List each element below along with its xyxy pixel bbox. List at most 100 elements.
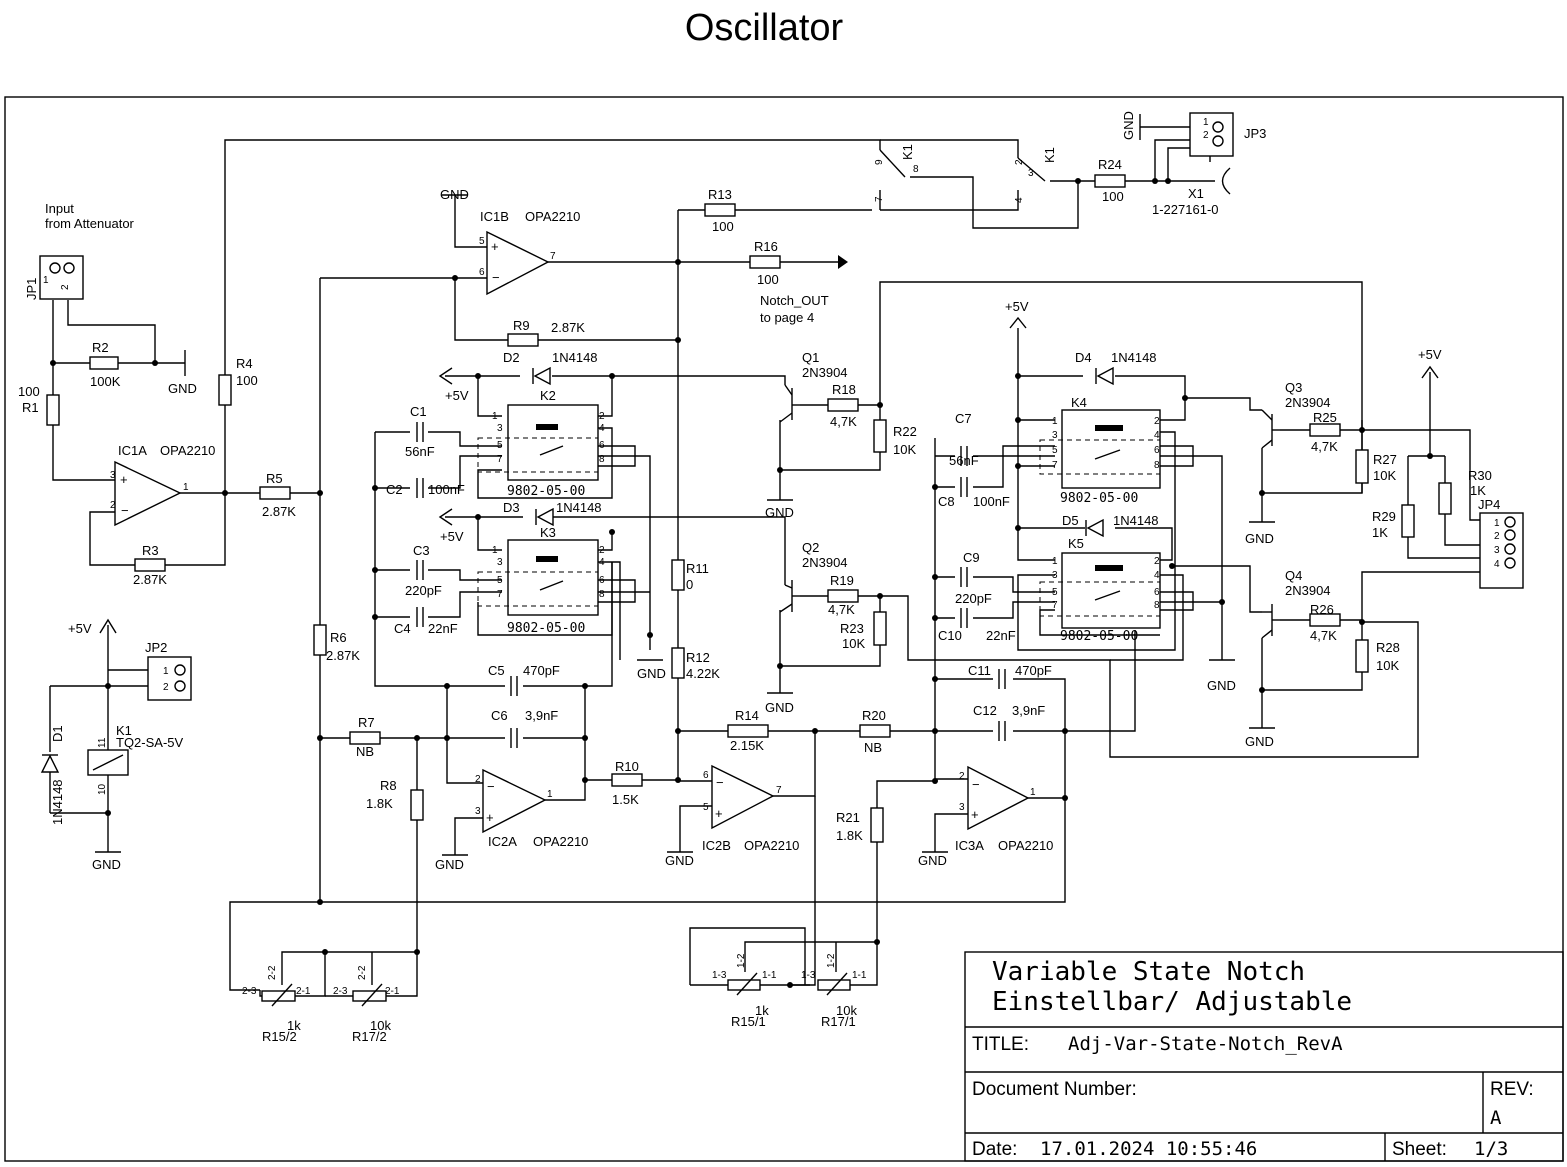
svg-text:GND: GND bbox=[92, 857, 121, 872]
svg-text:1N4148: 1N4148 bbox=[556, 500, 602, 515]
svg-text:−: − bbox=[972, 777, 980, 792]
svg-text:8: 8 bbox=[599, 589, 605, 600]
svg-text:GND: GND bbox=[440, 187, 469, 202]
svg-text:7: 7 bbox=[497, 454, 503, 465]
svg-text:4: 4 bbox=[599, 423, 605, 434]
ic3a-part: OPA2210 bbox=[998, 838, 1053, 853]
svg-text:R15/1: R15/1 bbox=[731, 1014, 766, 1029]
relay-k1-contacts: 9 K1 8 7 2 K1 3 4 bbox=[874, 144, 1057, 210]
svg-text:4: 4 bbox=[1154, 570, 1160, 581]
r4-ref: R4 bbox=[236, 356, 253, 371]
svg-text:3: 3 bbox=[497, 557, 503, 568]
svg-text:GND: GND bbox=[637, 666, 666, 681]
diode-d2: D2 1N4148 bbox=[503, 350, 598, 386]
svg-text:2-3: 2-3 bbox=[333, 986, 348, 997]
svg-text:2-3: 2-3 bbox=[242, 986, 257, 997]
k3-ref: K3 bbox=[540, 525, 556, 540]
input-note-line-2: from Attenuator bbox=[45, 216, 135, 231]
r1-value: 100 bbox=[18, 384, 40, 399]
r30-value: 1K bbox=[1470, 483, 1486, 498]
k4-part: 9802-05-00 bbox=[1060, 491, 1138, 506]
diode-d1: D1 1N4148 bbox=[40, 725, 65, 825]
svg-text:K1: K1 bbox=[116, 723, 132, 738]
diode-d5: D5 1N4148 bbox=[1062, 513, 1159, 538]
title-value: Adj-Var-State-Notch_RevA bbox=[1068, 1033, 1343, 1055]
svg-text:1: 1 bbox=[1052, 556, 1058, 567]
transistor-q4: Q4 2N3904 bbox=[1261, 568, 1331, 639]
diode-d4: D4 1N4148 bbox=[1075, 350, 1157, 386]
svg-text:1-1: 1-1 bbox=[762, 970, 777, 981]
svg-text:−: − bbox=[492, 270, 500, 285]
r8-ref: R8 bbox=[380, 778, 397, 793]
svg-text:X1: X1 bbox=[1188, 186, 1204, 201]
supply-symbols: +5V +5V +5V +5V +5V bbox=[68, 255, 1442, 636]
svg-text:1N4148: 1N4148 bbox=[1113, 513, 1159, 528]
svg-text:TQ2-SA-5V: TQ2-SA-5V bbox=[116, 735, 184, 750]
svg-text:1k: 1k bbox=[755, 1003, 769, 1018]
svg-text:K1: K1 bbox=[1042, 147, 1057, 163]
svg-text:+5V: +5V bbox=[445, 388, 469, 403]
svg-text:+: + bbox=[120, 472, 128, 487]
svg-text:D2: D2 bbox=[503, 350, 520, 365]
sheet-label: Sheet: bbox=[1392, 1139, 1447, 1160]
svg-text:5: 5 bbox=[703, 802, 709, 813]
svg-text:+: + bbox=[971, 807, 979, 822]
svg-text:GND: GND bbox=[1207, 678, 1236, 693]
r1-ref: R1 bbox=[22, 400, 39, 415]
r22-value: 10K bbox=[893, 442, 916, 457]
capacitor-labels: C1 56nF C2 100nF C3 220pF C4 22nF C5 470… bbox=[386, 404, 1052, 723]
svg-text:Q1: Q1 bbox=[802, 350, 819, 365]
svg-text:2: 2 bbox=[599, 411, 605, 422]
svg-text:6: 6 bbox=[479, 267, 485, 278]
c3-value: 220pF bbox=[405, 583, 442, 598]
resistor-bodies bbox=[46, 174, 1452, 843]
c2-ref: C2 bbox=[386, 482, 403, 497]
svg-text:+5V: +5V bbox=[68, 621, 92, 636]
svg-text:2: 2 bbox=[1154, 416, 1160, 427]
svg-text:1: 1 bbox=[547, 789, 553, 800]
r7-value: NB bbox=[356, 744, 374, 759]
svg-text:1: 1 bbox=[1203, 117, 1209, 128]
svg-text:1: 1 bbox=[163, 666, 169, 677]
capacitor-plates bbox=[416, 422, 1006, 748]
connector-x1: X1 1-227161-0 bbox=[1152, 167, 1231, 217]
svg-text:GND: GND bbox=[168, 381, 197, 396]
svg-text:JP3: JP3 bbox=[1244, 126, 1266, 141]
c9-value: 220pF bbox=[955, 591, 992, 606]
junction-dots bbox=[50, 178, 1433, 988]
svg-text:GND: GND bbox=[1121, 111, 1136, 140]
svg-text:2-1: 2-1 bbox=[296, 986, 311, 997]
c10-value: 22nF bbox=[986, 628, 1016, 643]
svg-text:Q4: Q4 bbox=[1285, 568, 1302, 583]
r18-ref: R18 bbox=[832, 382, 856, 397]
c2-value: 100nF bbox=[428, 482, 465, 497]
rev-value: A bbox=[1490, 1107, 1502, 1129]
svg-text:1N4148: 1N4148 bbox=[552, 350, 598, 365]
svg-text:GND: GND bbox=[1245, 531, 1274, 546]
r16-value: 100 bbox=[757, 272, 779, 287]
c12-ref: C12 bbox=[973, 703, 997, 718]
svg-text:1: 1 bbox=[492, 411, 498, 422]
opamp-ic3a: −+ 231 IC3A OPA2210 bbox=[955, 765, 1053, 853]
title-heading-1: Variable State Notch bbox=[992, 957, 1305, 987]
ic3a-ref: IC3A bbox=[955, 838, 984, 853]
r6-ref: R6 bbox=[330, 630, 347, 645]
svg-text:7: 7 bbox=[497, 589, 503, 600]
svg-text:10k: 10k bbox=[836, 1003, 857, 1018]
c1-value: 56nF bbox=[405, 444, 435, 459]
svg-text:2: 2 bbox=[1154, 556, 1160, 567]
svg-text:8: 8 bbox=[1154, 460, 1160, 471]
svg-text:−: − bbox=[121, 503, 129, 518]
r10-value: 1.5K bbox=[612, 792, 639, 807]
c5-value: 470pF bbox=[523, 663, 560, 678]
r2-value: 100K bbox=[90, 374, 121, 389]
svg-text:D1: D1 bbox=[50, 725, 65, 742]
resistor-labels: R2 100K 100 R1 R3 2.87K R4 100 R5 2.87K … bbox=[18, 157, 1492, 843]
r30-ref: R30 bbox=[1468, 468, 1492, 483]
svg-text:10k: 10k bbox=[370, 1018, 391, 1033]
k2-part: 9802-05-00 bbox=[507, 484, 585, 499]
svg-text:D3: D3 bbox=[503, 500, 520, 515]
